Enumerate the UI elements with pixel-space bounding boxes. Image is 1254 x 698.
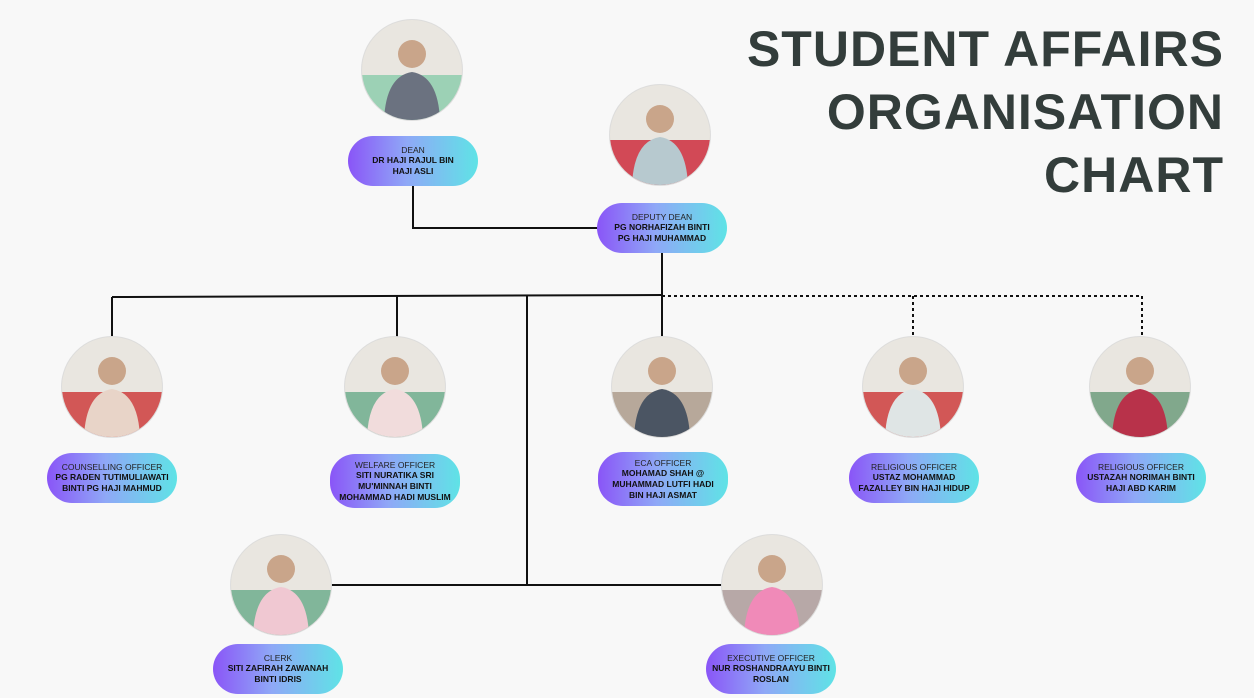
title-line: ORGANISATION xyxy=(826,84,1224,140)
person-name: HAJI ABD KARIM xyxy=(1105,483,1177,493)
person-avatar-icon xyxy=(610,85,710,185)
person-avatar-icon xyxy=(1090,337,1190,437)
person-avatar-icon xyxy=(612,337,712,437)
person-name: BINTI IDRIS xyxy=(254,674,302,684)
chart-title: STUDENT AFFAIRS ORGANISATION CHART xyxy=(747,18,1224,207)
person-name: USTAZ MOHAMMAD xyxy=(872,472,956,482)
role-title: DEPUTY DEAN xyxy=(631,212,693,222)
person-avatar-icon xyxy=(863,337,963,437)
person-name: PG RADEN TUTIMULIAWATI xyxy=(55,472,169,482)
role-title: WELFARE OFFICER xyxy=(354,459,436,470)
person-avatar-icon xyxy=(62,337,162,437)
person-name: HAJI ASLI xyxy=(392,166,434,176)
person-name: SITI NURATIKA SRI xyxy=(356,469,434,480)
person-name: BIN HAJI ASMAT xyxy=(629,489,697,500)
person-name: PG NORHAFIZAH BINTI xyxy=(614,222,710,232)
role-title: RELIGIOUS OFFICER xyxy=(1098,462,1184,472)
role-title: CLERK xyxy=(263,653,293,663)
person-name: USTAZAH NORIMAH BINTI xyxy=(1087,472,1195,482)
person-name: PG HAJI MUHAMMAD xyxy=(617,233,707,243)
eca-photo xyxy=(612,337,712,437)
person-name: FAZALLEY BIN HAJI HIDUP xyxy=(858,483,970,493)
executive-photo xyxy=(722,535,822,635)
person-name: BINTI PG HAJI MAHMUD xyxy=(62,483,162,493)
counselling-photo xyxy=(62,337,162,437)
role-title: DEAN xyxy=(401,145,425,155)
title-line: CHART xyxy=(1044,147,1224,203)
line-branch xyxy=(111,294,663,298)
deputy-photo xyxy=(610,85,710,185)
person-name: MUHAMMAD LUTFI HADI xyxy=(612,478,714,489)
clerk-photo xyxy=(231,535,331,635)
person-name: NUR ROSHANDRAAYU BINTI xyxy=(712,663,830,673)
person-avatar-icon xyxy=(231,535,331,635)
person-avatar-icon xyxy=(722,535,822,635)
person-avatar-icon xyxy=(345,337,445,437)
person-name: MOHAMMAD HADI MUSLIM xyxy=(339,491,451,502)
religious1-photo xyxy=(863,337,963,437)
person-name: MOHAMAD SHAH @ xyxy=(621,467,705,478)
person-name: ROSLAN xyxy=(753,674,789,684)
person-name: DR HAJI RAJUL BIN xyxy=(372,155,454,165)
title-line: STUDENT AFFAIRS xyxy=(746,21,1224,77)
role-title: COUNSELLING OFFICER xyxy=(61,462,163,472)
line-dean-deputy xyxy=(412,186,598,229)
dean-photo xyxy=(362,20,462,120)
religious2-photo xyxy=(1090,337,1190,437)
role-title: EXECUTIVE OFFICER xyxy=(727,653,815,663)
person-name: MU'MINNAH BINTI xyxy=(358,480,432,491)
role-title: ECA OFFICER xyxy=(634,457,692,468)
person-avatar-icon xyxy=(362,20,462,120)
welfare-photo xyxy=(345,337,445,437)
person-name: SITI ZAFIRAH ZAWANAH xyxy=(227,663,329,673)
role-title: RELIGIOUS OFFICER xyxy=(871,462,957,472)
